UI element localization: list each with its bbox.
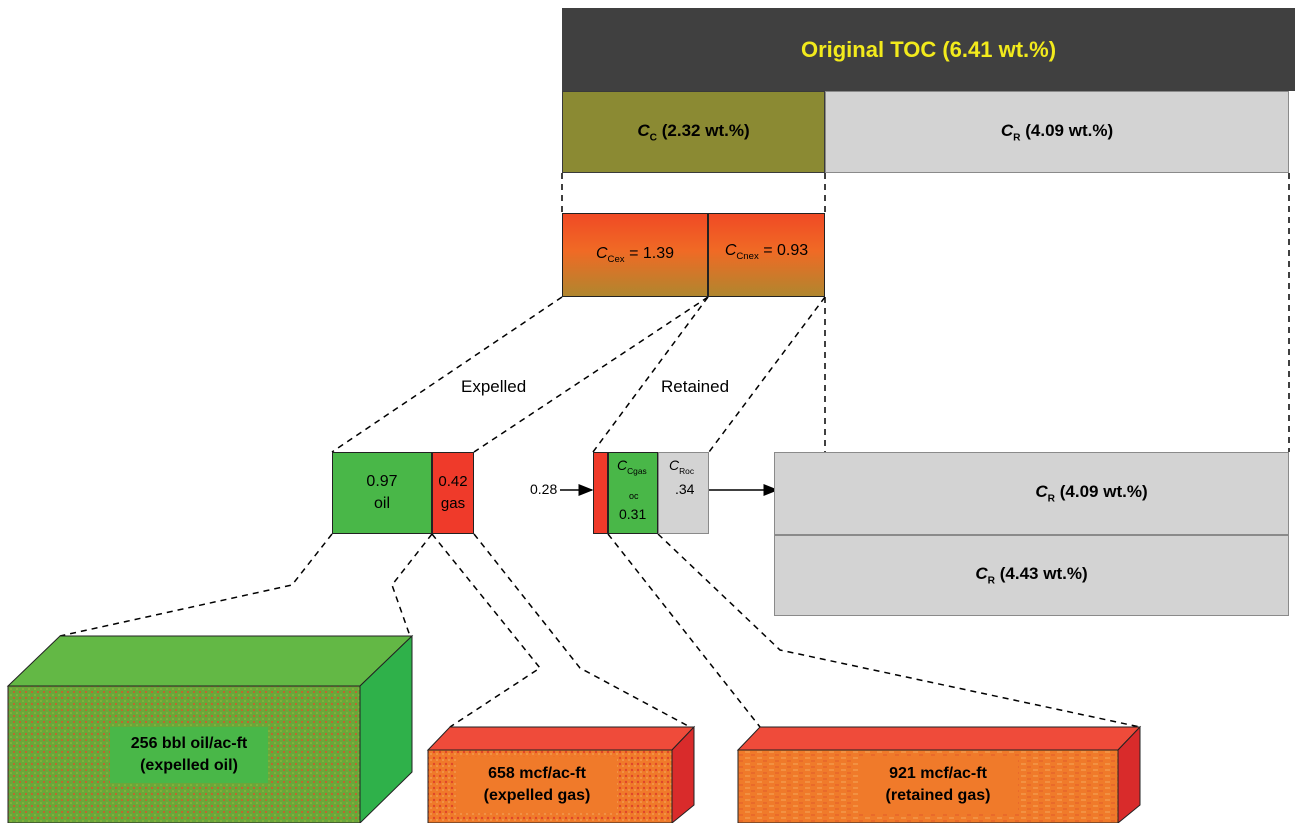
- retained-gas-result: 921 mcf/ac-ft (retained gas): [858, 757, 1018, 813]
- cr-bot-value: (4.43 wt.%): [999, 564, 1088, 584]
- ccgas-value: 0.31: [619, 506, 647, 522]
- ccex-symbol: C: [595, 244, 608, 262]
- cr-top-box: CR (4.09 wt.%): [825, 91, 1289, 173]
- cc-box: CC (2.32 wt.%): [562, 91, 825, 173]
- expelled-oil-box: 0.97 oil: [332, 452, 432, 534]
- ccex-value: = 1.39: [629, 244, 674, 262]
- retained-gas-result-line2: (retained gas): [885, 787, 991, 804]
- expelled-oil-result-line1: 256 bbl oil/ac-ft: [130, 735, 248, 752]
- cr-bot-subscript: R: [987, 575, 996, 587]
- cc-value: (2.32 wt.%): [661, 120, 750, 140]
- expelled-gas-result-line1: 658 mcf/ac-ft: [488, 765, 586, 782]
- expelled-gas-value: 0.42: [438, 473, 468, 490]
- croc-symbol: C: [669, 457, 680, 473]
- original-toc-bar: Original TOC (6.41 wt.%): [562, 8, 1295, 91]
- ccex-subscript: Cex: [607, 254, 625, 266]
- expelled-oil-result: 256 bbl oil/ac-ft (expelled oil): [110, 727, 268, 783]
- cr-top-subscript: R: [1013, 132, 1021, 144]
- expelled-gas-label: gas: [440, 495, 466, 512]
- expelled-oil-result-line2: (expelled oil): [140, 757, 238, 774]
- cr-mid-symbol: C: [1035, 482, 1048, 502]
- croc-value: .34: [675, 481, 695, 497]
- cr-bottom-box: CR (4.43 wt.%): [774, 535, 1289, 616]
- cr-mid-subscript: R: [1047, 493, 1056, 505]
- expelled-oil-value: 0.97: [366, 473, 398, 490]
- ccnex-box: CCnex = 0.93: [708, 213, 825, 297]
- retained-gas-box: CCgas oc 0.31: [608, 452, 658, 534]
- expelled-oil-label: oil: [373, 495, 390, 512]
- expelled-gas-result: 658 mcf/ac-ft (expelled gas): [457, 757, 617, 813]
- cc-subscript: C: [649, 132, 658, 144]
- original-toc-label: Original TOC (6.41 wt.%): [800, 36, 1057, 62]
- retained-label: Retained: [661, 377, 730, 396]
- ccgas-subscript-2: oc: [629, 491, 639, 501]
- cr-mid-value: (4.09 wt.%): [1059, 482, 1148, 502]
- ccnex-symbol: C: [724, 242, 737, 259]
- retained-roc-box: CRoc .34: [658, 452, 709, 534]
- ccnex-subscript: Cnex: [736, 251, 759, 263]
- retained-gas-result-line1: 921 mcf/ac-ft: [889, 765, 987, 782]
- cc-symbol: C: [637, 120, 650, 140]
- cr-mid-box: CR (4.09 wt.%): [774, 452, 1289, 535]
- ccex-box: CCex = 1.39: [562, 213, 708, 297]
- expelled-gas-box: 0.42 gas: [432, 452, 474, 534]
- retained-red-value: 0.28: [530, 481, 558, 497]
- expelled-gas-result-line2: (expelled gas): [483, 787, 591, 804]
- cr-bot-symbol: C: [975, 564, 988, 584]
- expelled-label: Expelled: [461, 377, 527, 396]
- cr-top-symbol: C: [1000, 120, 1014, 140]
- cr-top-value: (4.09 wt.%): [1025, 120, 1114, 140]
- ccnex-value: = 0.93: [763, 242, 809, 259]
- ccgas-subscript: Cgas: [627, 465, 647, 476]
- retained-oil-box: [593, 452, 608, 534]
- ccgas-symbol: C: [617, 457, 628, 473]
- croc-subscript: Roc: [679, 465, 695, 476]
